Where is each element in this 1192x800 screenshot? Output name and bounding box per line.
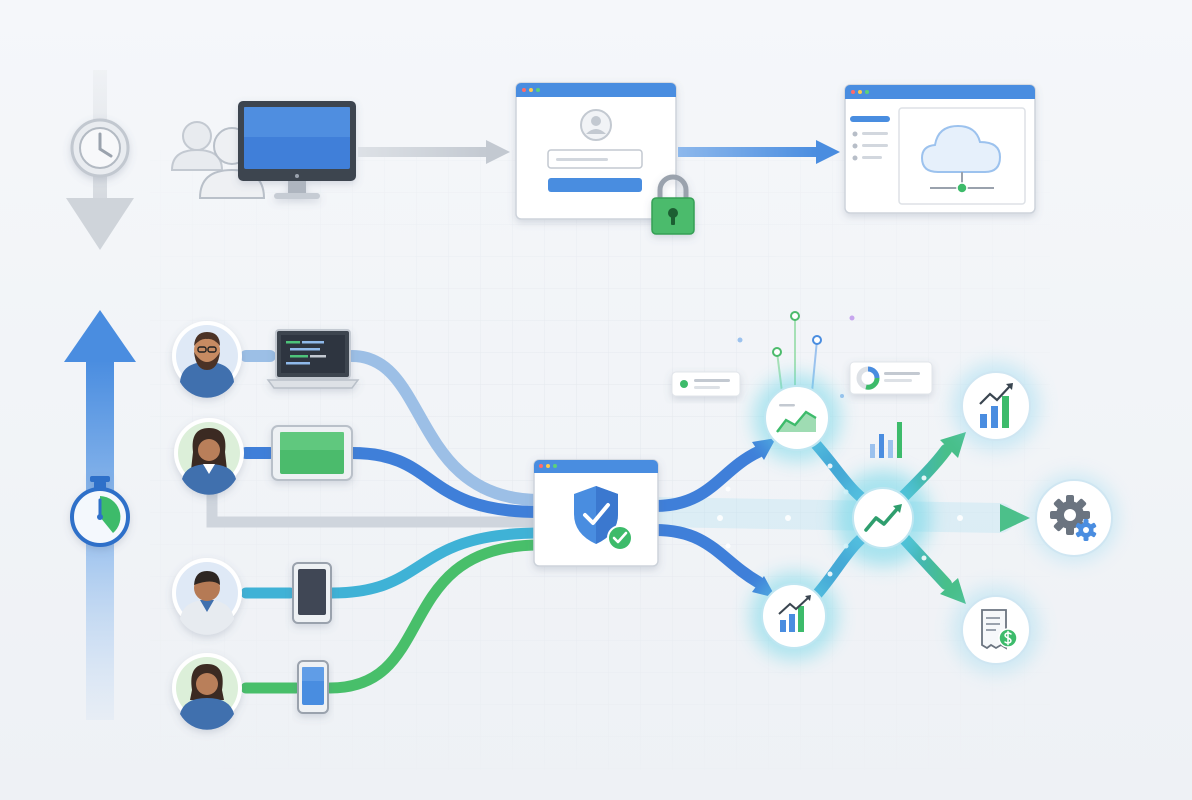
- mini-bar-chart-icon: [870, 422, 902, 458]
- login-window-icon: [515, 82, 677, 220]
- timeline-top: [66, 70, 134, 250]
- legacy-flow: [170, 82, 1036, 235]
- input-lanes: [206, 350, 546, 694]
- status-card-icon: [671, 371, 741, 397]
- avatar-woman-icon: [174, 418, 244, 495]
- timeline-bottom: [64, 310, 136, 720]
- bar-chart-node-icon: [750, 572, 838, 660]
- lock-icon: [651, 174, 695, 235]
- desktop-monitor-icon: [238, 101, 356, 199]
- growth-chart-icon: [952, 362, 1040, 450]
- cloud-dashboard-icon: [844, 84, 1036, 214]
- lane-phone: [326, 527, 546, 599]
- lane-tablet: [346, 447, 546, 518]
- tablet-icon: [271, 425, 353, 481]
- gear-icon: [1030, 474, 1118, 562]
- arrow-monitor-to-login: [358, 140, 510, 164]
- lane-laptop: [346, 350, 546, 506]
- trend-hub-icon: [835, 470, 931, 566]
- invoice-dollar-icon: [952, 586, 1040, 674]
- smartphone-icon: [292, 562, 332, 624]
- donut-card-icon: [849, 361, 933, 395]
- lane-to-bar-chart: [649, 524, 764, 588]
- arrow-down-icon: [66, 198, 134, 250]
- stopwatch-icon: [70, 476, 130, 547]
- lane-gray: [206, 484, 546, 528]
- laptop-code-icon: [266, 329, 360, 389]
- arrow-up-icon: [64, 310, 136, 362]
- area-chart-node-icon: [753, 374, 841, 462]
- phone-small-icon: [297, 660, 329, 714]
- avatar-man-icon: [172, 558, 242, 635]
- lane-mobile: [324, 539, 546, 694]
- clock-icon: [70, 118, 130, 178]
- lane-to-area-chart: [649, 446, 764, 512]
- arrow-login-to-cloud: [678, 140, 840, 164]
- avatar-woman-2-icon: [172, 653, 242, 730]
- avatar-developer-icon: [172, 321, 242, 398]
- shield-check-window-icon: [533, 459, 659, 567]
